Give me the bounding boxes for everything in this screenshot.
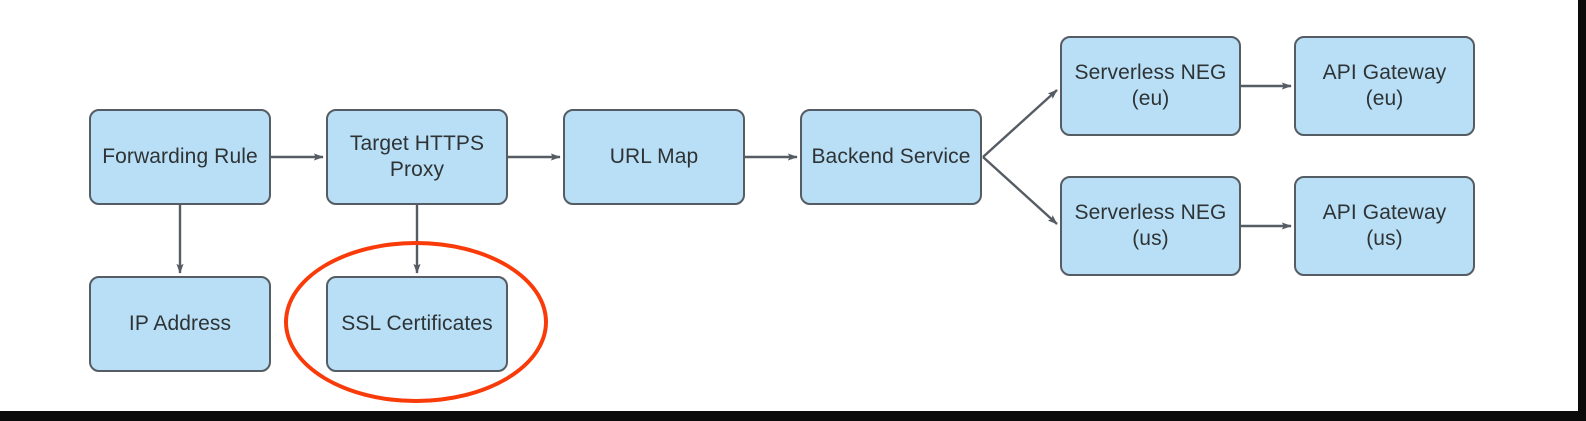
edge-backend-service-to-serverless-neg-eu [982,89,1058,158]
node-url-map[interactable]: URL Map [563,109,745,205]
canvas-frame-right [1578,0,1586,421]
node-api-gateway-us[interactable]: API Gateway (us) [1294,176,1475,276]
ssl-certificates-highlight-ellipse [284,241,548,403]
node-forwarding-rule[interactable]: Forwarding Rule [89,109,271,205]
canvas-frame-bottom [0,411,1586,421]
node-serverless-neg-us[interactable]: Serverless NEG (us) [1060,176,1241,276]
node-backend-service[interactable]: Backend Service [800,109,982,205]
edge-backend-service-to-serverless-neg-us [982,156,1058,225]
node-ip-address[interactable]: IP Address [89,276,271,372]
node-target-https-proxy[interactable]: Target HTTPS Proxy [326,109,508,205]
node-serverless-neg-eu[interactable]: Serverless NEG (eu) [1060,36,1241,136]
node-api-gateway-eu[interactable]: API Gateway (eu) [1294,36,1475,136]
